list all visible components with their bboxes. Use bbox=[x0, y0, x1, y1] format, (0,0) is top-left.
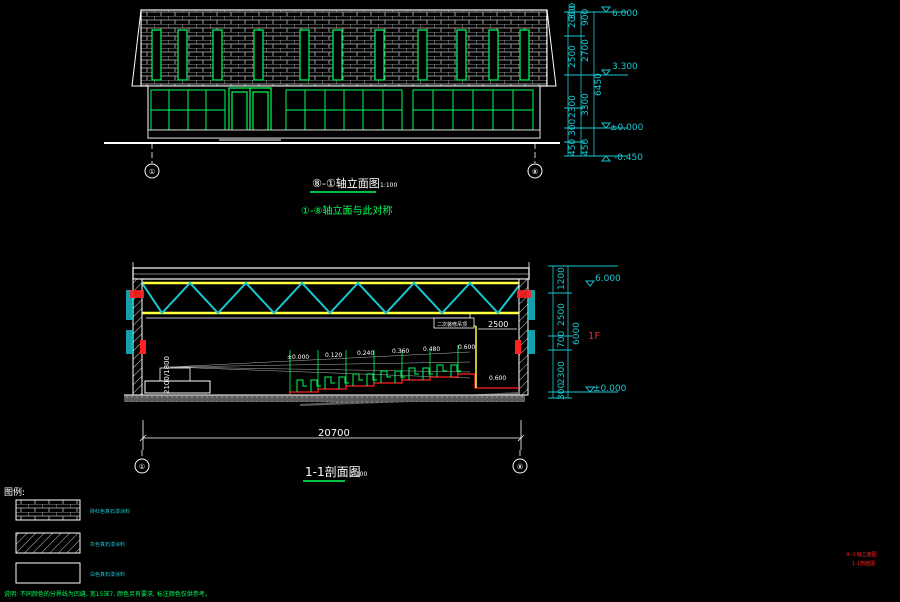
sheet-stamp: ⑧-①轴立面图 1-1剖面图 bbox=[846, 551, 877, 567]
platform-level: 0.600 bbox=[489, 375, 506, 382]
elevation-axis-right bbox=[527, 163, 543, 179]
elev-dim-mid-3: 450 bbox=[581, 139, 591, 156]
elevation-axis-left bbox=[144, 163, 160, 179]
section-span: 20700 bbox=[318, 428, 350, 439]
step-level-2: 0.240 bbox=[357, 350, 374, 357]
legend-swatch-white bbox=[15, 562, 81, 584]
elev-dim-inner-4: 300 bbox=[568, 119, 578, 136]
elevation-title: ⑧-①轴立面图 bbox=[312, 176, 380, 190]
legend-title: 图例: bbox=[4, 486, 25, 498]
section-stepped-seating bbox=[289, 373, 519, 396]
elevation-axis-left-label: ① bbox=[149, 168, 155, 176]
elev-dim-inner-1: 2000 bbox=[568, 5, 578, 28]
sec-dim-inner-2: 700 bbox=[557, 331, 567, 348]
sec-dim-inner-1: 2500 bbox=[557, 303, 567, 326]
elev-dim-inner-5: 450 bbox=[568, 139, 578, 156]
section-title: 1-1剖面图 bbox=[305, 465, 361, 479]
elev-dim-inner-3: 2300 bbox=[568, 95, 578, 118]
sec-dim-inner-0: 1200 bbox=[557, 267, 567, 290]
sec-dim-inner-4: 300 bbox=[557, 383, 567, 400]
legend-swatch-gray bbox=[15, 532, 81, 554]
elevation-axis-right-label: ⑧ bbox=[532, 168, 538, 176]
step-level-4: 0.480 bbox=[423, 346, 440, 353]
section-floor-label: 1F bbox=[588, 331, 600, 342]
elev-dim-inner-2: 2500 bbox=[568, 45, 578, 68]
elevation-level-3300: 3.300 bbox=[612, 62, 638, 72]
sec-dim-inner-3: 2300 bbox=[557, 361, 567, 384]
step-level-5: 0.600 bbox=[458, 344, 475, 351]
section-dimensions bbox=[548, 265, 618, 399]
elev-dim-mid-1: 2700 bbox=[581, 39, 591, 62]
elev-dim-mid-2: 3300 bbox=[581, 93, 591, 116]
elevation-level-neg450: -0.450 bbox=[614, 153, 643, 163]
elevation-dimensions bbox=[564, 11, 628, 157]
section-axis-left-label: ① bbox=[139, 463, 145, 471]
section-axis-right-label: ⑧ bbox=[517, 463, 523, 471]
legend: 图例: 砖红色真石漆涂料 灰色真石漆涂料 白色真石漆涂料 说明: 不同颜色的分界… bbox=[4, 486, 211, 598]
stamp-line-1: ⑧-①轴立面图 bbox=[846, 551, 877, 558]
legend-item-0: 砖红色真石漆涂料 bbox=[90, 508, 130, 515]
elevation-upper-windows bbox=[151, 29, 530, 81]
elev-dim-inner-0: 300 bbox=[568, 3, 578, 20]
section-roof-truss bbox=[141, 281, 522, 315]
elevation-symmetry-note: ①-⑧轴立面与此对称 bbox=[301, 204, 393, 217]
legend-swatch-brick bbox=[15, 499, 81, 521]
legend-footnote: 说明: 不同颜色的分界线为凹缝, 宽15深7, 颜色另有要求, 标注颜色仅供参考… bbox=[4, 590, 211, 598]
section-scale: 1:100 bbox=[350, 471, 367, 478]
legend-item-1: 灰色真石漆涂料 bbox=[90, 541, 125, 548]
stamp-line-2: 1-1剖面图 bbox=[852, 560, 875, 567]
elev-dim-outer-0: 6450 bbox=[594, 73, 604, 96]
ceiling-callout: 二次装修吊顶 bbox=[437, 321, 467, 328]
section-level-000: ±0.000 bbox=[593, 384, 627, 394]
section-level-6000: 6.000 bbox=[595, 274, 621, 284]
elevation-level-000: ±0.000 bbox=[610, 123, 644, 133]
elev-dim-mid-0: 900 bbox=[581, 9, 591, 26]
section-span-top: 2500 bbox=[488, 320, 508, 329]
section-seats bbox=[296, 364, 461, 392]
section-axis-left bbox=[134, 458, 150, 474]
section-axis-right bbox=[512, 458, 528, 474]
sec-dim-outer-0: 6000 bbox=[572, 322, 582, 345]
section-drawing bbox=[124, 262, 618, 474]
section-side-dim: 2100/1800 bbox=[163, 356, 171, 394]
elevation-brick-wall bbox=[140, 9, 548, 87]
elevation-scale: 1:100 bbox=[380, 182, 397, 189]
step-level-0: ±0.000 bbox=[287, 354, 309, 361]
elevation-level-6000: 6.000 bbox=[612, 9, 638, 19]
elevation-level-markers bbox=[600, 6, 612, 162]
legend-item-2: 白色真石漆涂料 bbox=[90, 571, 125, 578]
step-level-1: 0.120 bbox=[325, 352, 342, 359]
elevation-drawing bbox=[104, 6, 628, 179]
step-level-3: 0.360 bbox=[392, 348, 409, 355]
